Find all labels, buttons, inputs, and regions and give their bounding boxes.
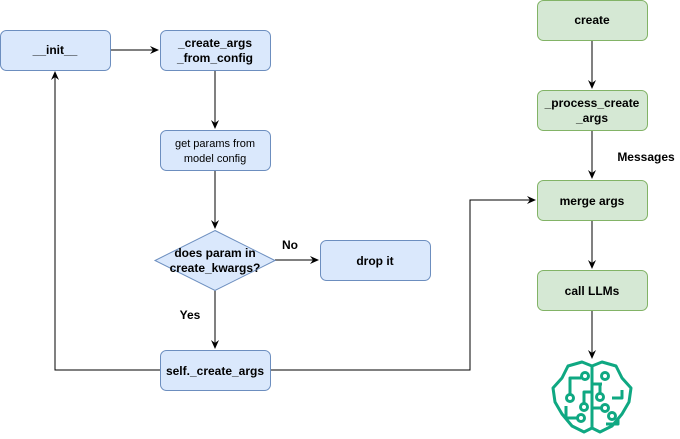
node-label: drop it [356, 254, 393, 268]
node-decision[interactable]: does param in create_kwargs? [153, 229, 277, 292]
edge-label-yes: Yes [180, 308, 201, 322]
node-label: call LLMs [565, 284, 620, 298]
node-create-args-from-config[interactable]: _create_args _from_config [160, 30, 271, 71]
node-label: self._create_args [166, 364, 264, 378]
brain-circuit-icon [551, 360, 633, 434]
node-drop-it[interactable]: drop it [320, 240, 431, 281]
edge-label-messages: Messages [617, 150, 675, 164]
node-label: _create_args [177, 36, 252, 50]
edges [51, 40, 596, 371]
node-call-llms[interactable]: call LLMs [537, 270, 648, 311]
node-label: get params from [175, 138, 255, 150]
node-label: merge args [560, 194, 625, 208]
edge-label-no: No [282, 238, 298, 252]
node-label: create_kwargs? [170, 261, 261, 275]
edge-self-to-init [51, 71, 160, 371]
edge-self-to-merge [270, 196, 536, 371]
node-label: create [574, 13, 610, 27]
node-process-create-args[interactable]: _process_create _args [537, 90, 648, 131]
node-label: model config [184, 153, 246, 165]
node-label: __init__ [32, 43, 78, 57]
node-create[interactable]: create [537, 0, 648, 41]
node-init[interactable]: __init__ [0, 30, 111, 71]
node-label: _from_config [176, 51, 253, 65]
node-get-params[interactable]: get params from model config [160, 130, 271, 171]
node-self-create-args[interactable]: self._create_args [160, 350, 271, 391]
node-label: _args [575, 111, 608, 125]
node-label: does param in [174, 246, 255, 260]
node-label: _process_create [544, 96, 640, 110]
node-merge-args[interactable]: merge args [537, 180, 648, 221]
